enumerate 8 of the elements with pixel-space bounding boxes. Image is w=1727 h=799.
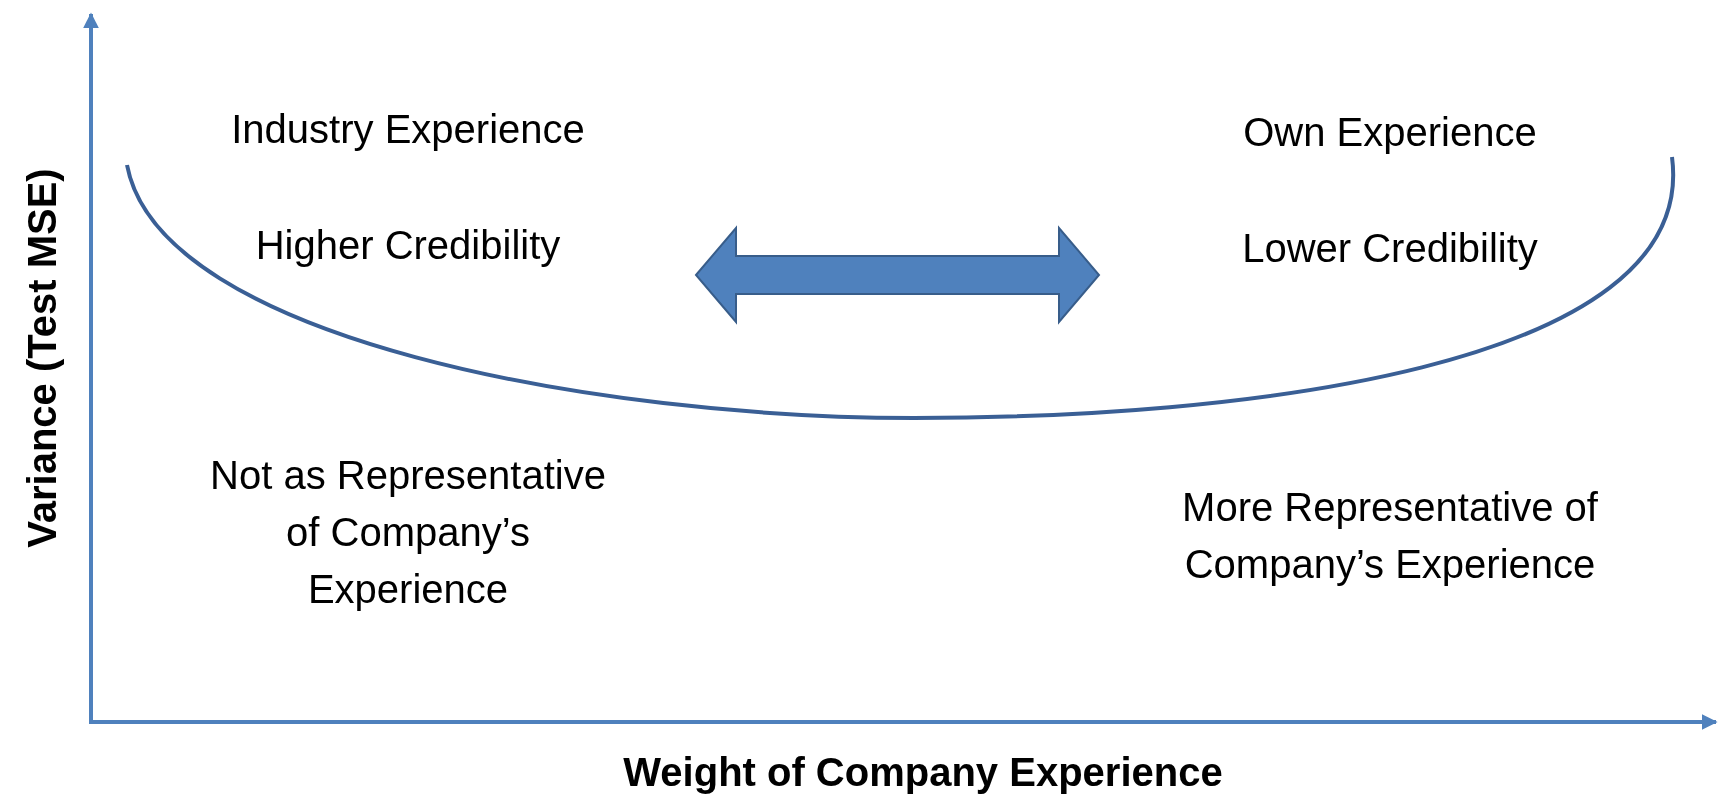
region-label: More Representative of Company’s Experience (1181, 484, 1599, 588)
axis-title: Weight of Company Experience (622, 748, 1224, 796)
region-label: Own Experience (1242, 108, 1538, 156)
region-label: Higher Credibility (254, 221, 562, 269)
axis-title: Variance (Test MSE) (18, 167, 65, 550)
region-label: Industry Experience (230, 105, 586, 153)
region-label: Lower Credibility (1241, 224, 1539, 272)
region-label: Not as Representative of Company’s Experience (209, 451, 607, 613)
